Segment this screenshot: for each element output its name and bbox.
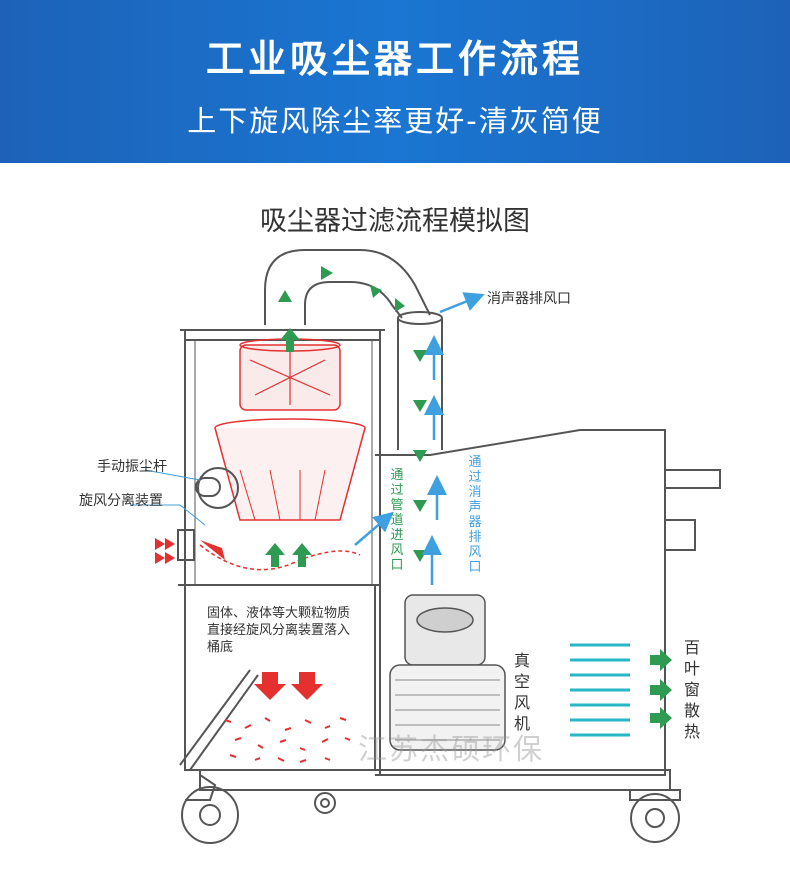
banner-subtitle: 上下旋风除尘率更好-清灰简便 bbox=[187, 104, 603, 138]
red-inlet-arrows bbox=[155, 538, 225, 564]
exhaust-pipe bbox=[397, 311, 443, 450]
cyclone-separator-label: 旋风分离装置 bbox=[79, 493, 163, 509]
shaker-and-inlet bbox=[177, 467, 239, 561]
green-airflow-arrows bbox=[265, 266, 427, 567]
leader-lines bbox=[130, 469, 206, 526]
chassis bbox=[181, 769, 681, 844]
watermark: 江苏杰硕环保 bbox=[358, 732, 545, 766]
muffler-outlet-label: 通过消声器排风口 bbox=[468, 455, 482, 575]
louver-vents bbox=[570, 643, 630, 737]
connecting-pipe bbox=[264, 249, 431, 325]
banner-title: 工业吸尘器工作流程 bbox=[205, 37, 584, 81]
figure-title: 吸尘器过滤流程模拟图 bbox=[260, 206, 530, 237]
manual-shaker-label: 手动振尘杆 bbox=[97, 459, 167, 475]
vacuum-fan-motor bbox=[389, 594, 506, 751]
cyclone-cone bbox=[199, 418, 366, 571]
blue-exhaust-arrows bbox=[354, 292, 485, 585]
muffler-exhaust-label: 消声器排风口 bbox=[487, 291, 571, 307]
header-banner: 工业吸尘器工作流程 上下旋风除尘率更好-清灰简便 bbox=[0, 0, 790, 163]
particle-note: 固体、液体等大颗粒物质直接经旋风分离装置落入桶底 bbox=[207, 606, 351, 655]
louver-arrows bbox=[650, 649, 672, 729]
louver-vent-label: 百叶窗散热 bbox=[683, 638, 700, 741]
pipe-inlet-label: 通过管道进风口 bbox=[390, 468, 404, 573]
red-falling-arrows bbox=[254, 672, 323, 700]
vacuum-fan-label: 真空风机 bbox=[513, 651, 530, 733]
debris-particles bbox=[224, 717, 351, 763]
